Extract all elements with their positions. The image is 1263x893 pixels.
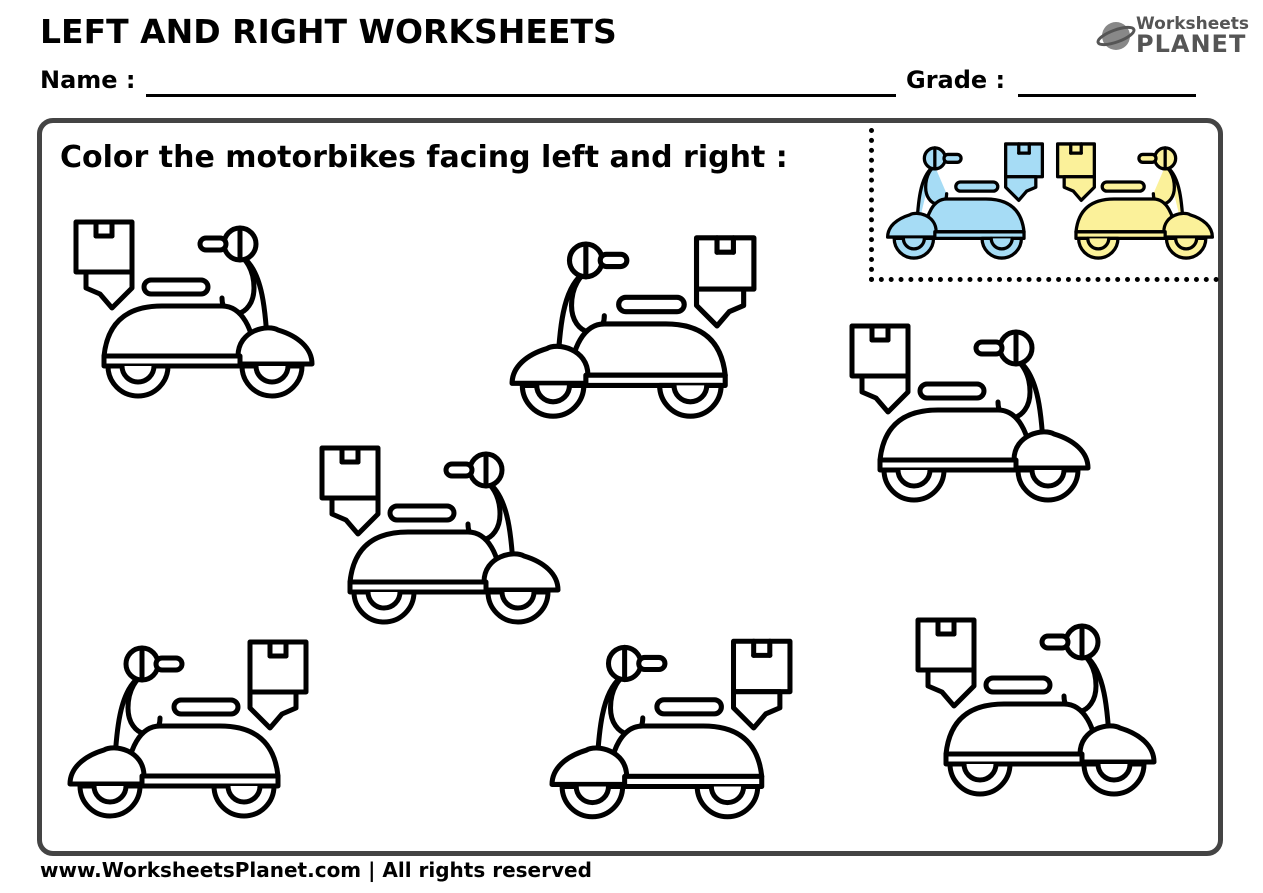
example-bike-left (885, 142, 1045, 260)
motorbike-6[interactable] (548, 634, 794, 824)
grade-label: Grade : (906, 66, 1006, 94)
motorbike-3[interactable] (848, 318, 1092, 508)
example-bike-shape (1055, 142, 1215, 260)
name-label: Name : (40, 66, 136, 94)
instruction-text: Color the motorbikes facing left and rig… (60, 140, 788, 175)
page-title: LEFT AND RIGHT WORKSHEETS (40, 12, 617, 51)
logo-text-top: Worksheets (1136, 14, 1250, 34)
name-field[interactable] (146, 94, 896, 97)
example-bike-shape (885, 142, 1045, 260)
example-box (869, 128, 1219, 282)
motorbike-4[interactable] (318, 440, 562, 630)
motorbike-1[interactable] (72, 214, 316, 404)
example-bike-right (1055, 142, 1215, 260)
motorbike-2[interactable] (508, 232, 758, 422)
logo-text-bottom: PLANET (1136, 30, 1247, 58)
planet-icon (1096, 22, 1136, 50)
motorbike-5[interactable] (66, 634, 310, 824)
worksheets-planet-logo: Worksheets PLANET (1096, 14, 1250, 58)
footer-copyright: www.WorksheetsPlanet.com | All rights re… (40, 858, 592, 882)
motorbike-7[interactable] (914, 612, 1158, 802)
grade-field[interactable] (1018, 94, 1196, 97)
worksheet-panel (37, 118, 1223, 856)
